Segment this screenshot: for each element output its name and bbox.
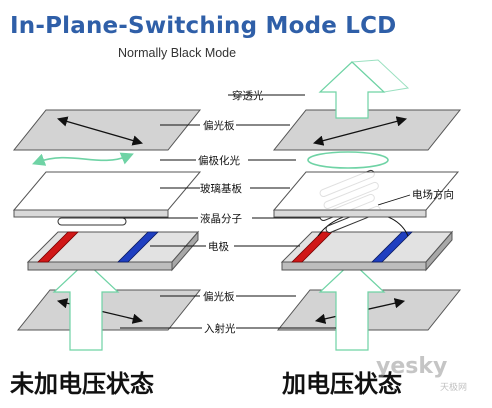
label-incident-light: 入射光 [204, 323, 236, 335]
diagram-subtitle: Normally Black Mode [118, 46, 237, 60]
left-electrode-red [37, 231, 79, 263]
label-lc-molecules: 液晶分子 [200, 213, 242, 225]
right-bottom-polarizer [276, 289, 462, 331]
label-polarizer-bottom: 偏光板 [203, 291, 235, 303]
label-glass-substrate: 玻璃基板 [200, 183, 242, 195]
label-polarizer-top: 偏光板 [203, 120, 235, 132]
caption-voltage-on: 加电压状态 [282, 370, 402, 398]
caption-no-voltage: 未加电压状态 [10, 370, 154, 398]
right-electrode-blue [371, 231, 413, 263]
left-electrode-blue [117, 231, 159, 263]
label-light-out: 穿透光 [232, 90, 264, 102]
watermark-logo: yesky [376, 354, 448, 379]
label-field-direction: 电场方向 [412, 189, 454, 201]
left-top-polarizer [12, 109, 202, 151]
watermark-sub: 天极网 [440, 383, 468, 393]
diagram-title: In-Plane-Switching Mode LCD [10, 13, 397, 39]
left-polarized-light [32, 152, 134, 166]
left-incident-arrow [52, 261, 120, 351]
label-electrode: 电极 [208, 241, 229, 253]
right-polarized-light [307, 151, 389, 169]
label-polarized-light: 偏极化光 [198, 155, 240, 167]
left-glass-substrate [12, 171, 202, 211]
